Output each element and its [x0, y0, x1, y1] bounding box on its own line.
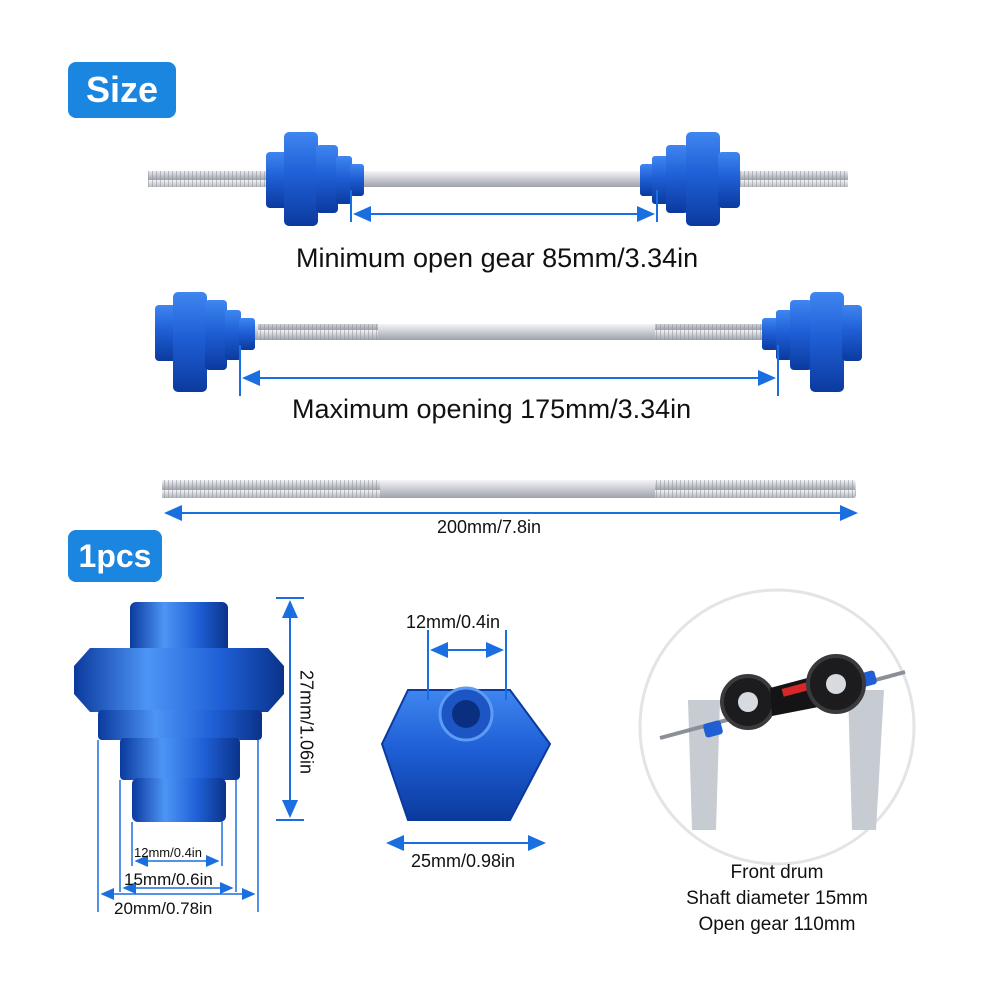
front-drum-caption: Front drum Shaft diameter 15mm Open gear…	[640, 860, 914, 938]
right-nut	[640, 132, 740, 226]
front-drum-shaft: Shaft diameter 15mm	[686, 888, 868, 909]
quantity-badge: 1pcs	[68, 530, 162, 582]
maximum-open-label: Maximum opening 175mm/3.34in	[292, 394, 692, 424]
top-hole-label: 12mm/0.4in	[406, 612, 501, 632]
rod-length-label: 200mm/7.8in	[437, 517, 542, 537]
adapter-top-view	[380, 630, 552, 851]
right-nut	[762, 292, 862, 392]
bore-small-label: 12mm/0.4in	[134, 845, 202, 860]
front-drum-photo	[638, 588, 916, 866]
size-badge: Size	[68, 62, 176, 118]
minimum-open-label: Minimum open gear 85mm/3.34in	[296, 243, 699, 273]
rod-assembly-minimum	[148, 132, 848, 226]
bore-outer-label: 20mm/0.78in	[114, 899, 213, 918]
adapter-side-view	[74, 597, 304, 912]
adapter-height-label: 27mm/1.06in	[296, 669, 317, 775]
front-drum-title: Front drum	[730, 862, 824, 883]
hex-width-label: 25mm/0.98in	[411, 851, 516, 871]
left-nut	[266, 132, 364, 226]
bare-threaded-rod	[162, 480, 858, 521]
bore-mid-label: 15mm/0.6in	[124, 870, 213, 889]
left-nut	[155, 292, 255, 392]
front-drum-gear: Open gear 110mm	[698, 914, 856, 935]
rod-assembly-maximum	[155, 292, 862, 396]
